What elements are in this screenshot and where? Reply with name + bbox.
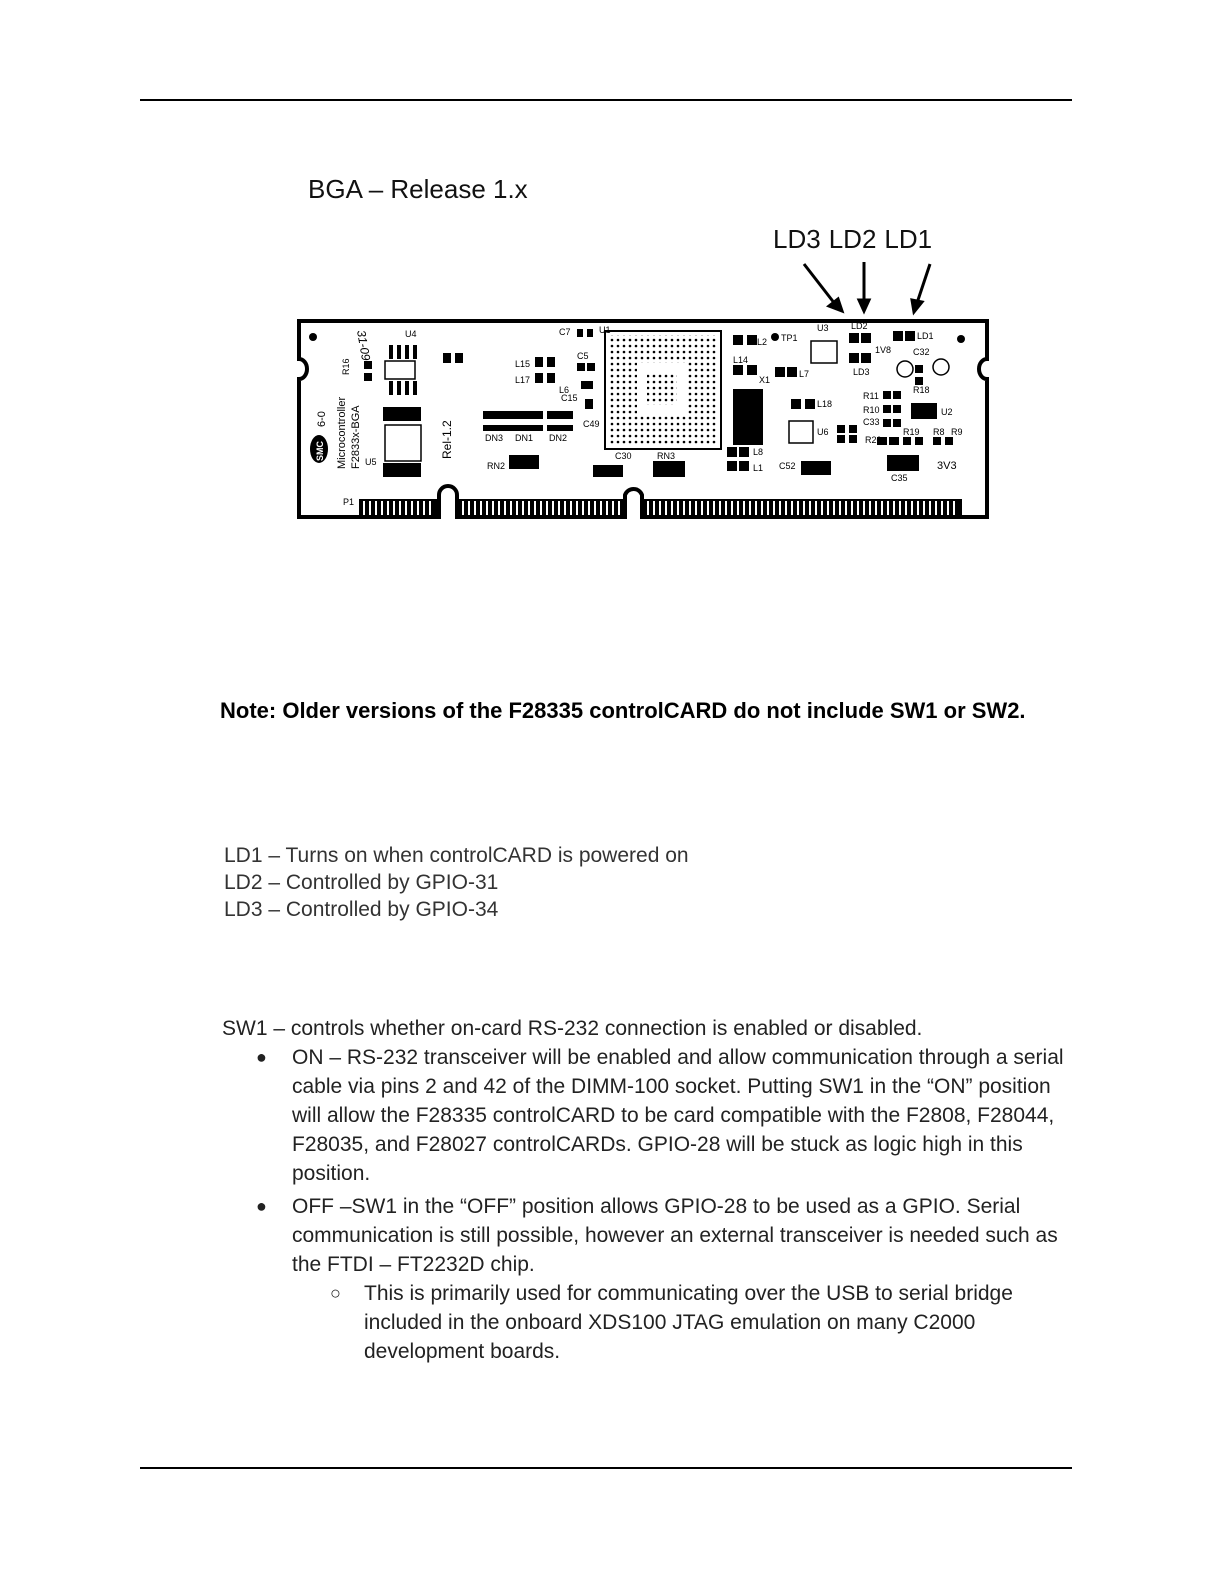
bullet-icon: ●	[256, 1196, 267, 1216]
svg-text:L8: L8	[753, 447, 763, 457]
svg-text:L15: L15	[515, 359, 530, 369]
svg-text:L18: L18	[817, 399, 832, 409]
svg-text:RN3: RN3	[657, 451, 675, 461]
svg-text:C52: C52	[779, 461, 796, 471]
led-descriptions: LD1 – Turns on when controlCARD is power…	[224, 842, 689, 923]
svg-text:C49: C49	[583, 419, 600, 429]
svg-text:L2: L2	[757, 337, 767, 347]
svg-text:U2: U2	[941, 407, 953, 417]
svg-text:C35: C35	[891, 473, 908, 483]
svg-text:Microcontroller: Microcontroller	[336, 397, 348, 469]
svg-text:L6: L6	[559, 385, 569, 395]
led-item: LD2 – Controlled by GPIO-31	[224, 871, 499, 894]
footer-rule	[140, 1467, 1072, 1469]
svg-text:U1: U1	[599, 325, 611, 335]
svg-text:R16: R16	[341, 358, 351, 375]
svg-text:P1: P1	[343, 497, 354, 507]
svg-text:R10: R10	[863, 405, 880, 415]
board-ld2-label: LD2	[851, 321, 868, 331]
sw1-off-subitems: ○ This is primarily used for communicati…	[292, 1279, 1082, 1366]
svg-text:U3: U3	[817, 323, 829, 333]
svg-text:C30: C30	[615, 451, 632, 461]
board-ld3-label: LD3	[853, 367, 870, 377]
svg-text:DN1: DN1	[515, 433, 533, 443]
smc-logo: SMC 6-0	[310, 411, 328, 463]
svg-text:L14: L14	[733, 355, 748, 365]
svg-text:RN2: RN2	[487, 461, 505, 471]
svg-text:R8: R8	[933, 427, 945, 437]
svg-text:C33: C33	[863, 417, 880, 427]
svg-text:SMC: SMC	[315, 441, 325, 462]
svg-text:L1: L1	[753, 463, 763, 473]
svg-text:DN2: DN2	[549, 433, 567, 443]
sw1-off-text: OFF –SW1 in the “OFF” position allows GP…	[292, 1195, 1058, 1276]
svg-text:R18: R18	[913, 385, 930, 395]
header-rule	[140, 99, 1072, 101]
svg-text:L17: L17	[515, 375, 530, 385]
sw1-off-item: ● OFF –SW1 in the “OFF” position allows …	[222, 1192, 1082, 1366]
svg-text:3V3: 3V3	[937, 460, 957, 472]
svg-text:1V8: 1V8	[875, 345, 891, 355]
svg-text:X1: X1	[759, 375, 770, 385]
sw1-off-sub-text: This is primarily used for communicating…	[364, 1282, 1013, 1363]
sw1-options: ● ON – RS-232 transceiver will be enable…	[222, 1043, 1082, 1366]
svg-text:U6: U6	[817, 427, 829, 437]
sw1-on-item: ● ON – RS-232 transceiver will be enable…	[222, 1043, 1082, 1188]
bullet-icon: ●	[256, 1047, 267, 1067]
controlcard-board-diagram: Microcontroller F2833x-BGA Rel-1.2 31-09…	[297, 262, 989, 519]
svg-text:C15: C15	[561, 393, 578, 403]
callout-ld3: LD3	[773, 224, 821, 254]
svg-text:R20: R20	[865, 435, 882, 445]
bga-chip	[604, 330, 722, 450]
led-item: LD1 – Turns on when controlCARD is power…	[224, 844, 689, 867]
sw1-intro: SW1 – controls whether on-card RS-232 co…	[222, 1017, 923, 1040]
svg-text:R11: R11	[863, 391, 879, 401]
svg-text:C32: C32	[913, 347, 930, 357]
board-ld1-label: LD1	[917, 331, 934, 341]
led-item: LD3 – Controlled by GPIO-34	[224, 898, 499, 921]
svg-text:L7: L7	[799, 369, 809, 379]
callout-ld1: LD1	[884, 224, 933, 254]
sw1-on-text: ON – RS-232 transceiver will be enabled …	[292, 1046, 1064, 1185]
svg-text:31-09: 31-09	[354, 329, 373, 362]
sw1-off-subitem: ○ This is primarily used for communicati…	[292, 1279, 1082, 1366]
svg-text:6-0: 6-0	[316, 411, 328, 427]
svg-text:F2833x-BGA: F2833x-BGA	[350, 405, 362, 469]
figure-title: BGA – Release 1.x	[308, 174, 528, 204]
circle-bullet-icon: ○	[330, 1283, 341, 1303]
sw1-section: SW1 – controls whether on-card RS-232 co…	[222, 1014, 1082, 1366]
svg-text:R19: R19	[903, 427, 920, 437]
svg-text:R9: R9	[951, 427, 963, 437]
callout-arrows	[802, 262, 932, 316]
svg-text:Rel-1.2: Rel-1.2	[440, 420, 454, 459]
svg-text:C7: C7	[559, 327, 571, 337]
svg-text:TP1: TP1	[781, 333, 798, 343]
svg-text:C5: C5	[577, 351, 589, 361]
svg-text:U4: U4	[405, 329, 417, 339]
svg-text:DN3: DN3	[485, 433, 503, 443]
svg-text:U5: U5	[365, 457, 377, 467]
callout-ld2: LD2	[828, 224, 877, 254]
note-older-versions: Note: Older versions of the F28335 contr…	[220, 698, 1026, 723]
